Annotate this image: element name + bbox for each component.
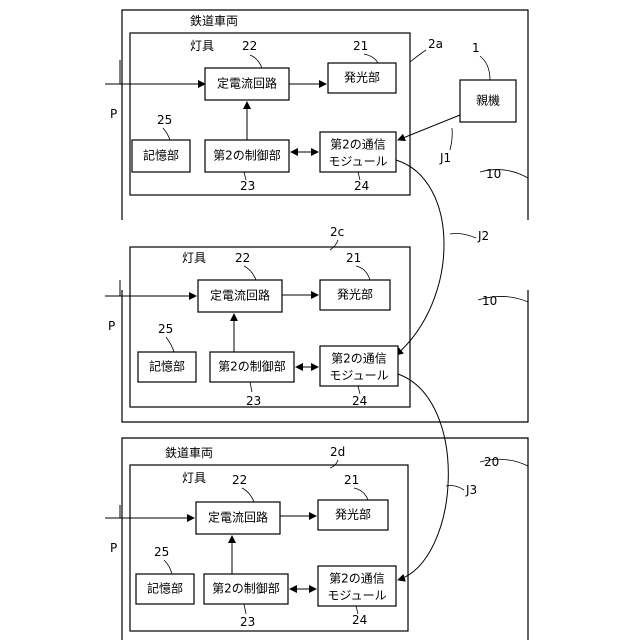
svg-text:第2の制御部: 第2の制御部 bbox=[213, 148, 281, 163]
svg-text:21: 21 bbox=[346, 251, 361, 265]
svg-text:発光部: 発光部 bbox=[337, 287, 373, 302]
svg-text:モジュール: モジュール bbox=[328, 155, 387, 169]
svg-text:灯具: 灯具 bbox=[182, 471, 206, 485]
svg-text:25: 25 bbox=[154, 545, 169, 559]
svg-text:定電流回路: 定電流回路 bbox=[217, 76, 277, 91]
svg-text:発光部: 発光部 bbox=[335, 507, 371, 522]
svg-text:2d: 2d bbox=[330, 445, 345, 459]
power-P-2: P bbox=[108, 319, 115, 333]
lamp-2d: 灯具 2d 定電流回路 22 発光部 21 記憶部 25 第2の制御部 23 第… bbox=[105, 445, 408, 631]
ref-10-top: 10 bbox=[486, 167, 501, 181]
svg-text:J1: J1 bbox=[439, 151, 451, 165]
ref-10-mid: 10 bbox=[482, 294, 497, 308]
svg-text:23: 23 bbox=[240, 615, 255, 629]
svg-text:第2の通信: 第2の通信 bbox=[331, 352, 387, 366]
svg-text:記憶部: 記憶部 bbox=[147, 581, 183, 596]
svg-text:定電流回路: 定電流回路 bbox=[210, 288, 270, 303]
svg-text:2c: 2c bbox=[330, 225, 344, 239]
svg-text:22: 22 bbox=[232, 473, 247, 487]
svg-text:記憶部: 記憶部 bbox=[143, 148, 179, 163]
parent-device: 親機 1 J1 bbox=[398, 41, 516, 165]
svg-text:23: 23 bbox=[246, 394, 261, 408]
power-P-1: P bbox=[110, 107, 117, 121]
svg-text:親機: 親機 bbox=[476, 93, 500, 108]
lamp-2a: 灯具 2a 定電流回路 22 発光部 21 記憶部 25 第2の制御部 23 第… bbox=[105, 33, 443, 195]
svg-text:24: 24 bbox=[352, 394, 367, 408]
svg-text:第2の制御部: 第2の制御部 bbox=[212, 581, 280, 596]
svg-text:記憶部: 記憶部 bbox=[149, 359, 185, 374]
svg-text:23: 23 bbox=[240, 179, 255, 193]
svg-text:J3: J3 bbox=[465, 483, 477, 497]
svg-text:22: 22 bbox=[235, 251, 250, 265]
svg-text:発光部: 発光部 bbox=[344, 70, 380, 85]
svg-text:第2の通信: 第2の通信 bbox=[330, 138, 386, 152]
svg-text:1: 1 bbox=[472, 41, 480, 55]
svg-text:24: 24 bbox=[352, 613, 367, 627]
ref-20: 20 bbox=[484, 455, 499, 469]
svg-text:22: 22 bbox=[242, 39, 257, 53]
svg-text:25: 25 bbox=[157, 113, 172, 127]
svg-text:第2の通信: 第2の通信 bbox=[329, 572, 385, 586]
svg-text:21: 21 bbox=[344, 473, 359, 487]
lamp-title: 灯具 bbox=[190, 39, 214, 53]
svg-text:鉄道車両: 鉄道車両 bbox=[165, 445, 213, 460]
lamp-2c: 灯具 2c 定電流回路 22 発光部 21 記憶部 25 第2の制御部 23 第… bbox=[105, 225, 410, 408]
svg-text:灯具: 灯具 bbox=[182, 251, 206, 265]
power-P-3: P bbox=[110, 541, 117, 555]
vehicle-20-bottom: 鉄道車両 20 bbox=[122, 438, 528, 640]
svg-text:21: 21 bbox=[353, 39, 368, 53]
svg-text:定電流回路: 定電流回路 bbox=[208, 510, 268, 525]
svg-text:モジュール: モジュール bbox=[327, 589, 386, 603]
svg-text:第2の制御部: 第2の制御部 bbox=[218, 359, 286, 374]
svg-text:モジュール: モジュール bbox=[329, 369, 388, 383]
svg-text:24: 24 bbox=[354, 179, 369, 193]
vehicle-title: 鉄道車両 bbox=[190, 13, 238, 28]
ref-2a: 2a bbox=[428, 37, 443, 51]
svg-text:J2: J2 bbox=[477, 229, 489, 243]
svg-text:25: 25 bbox=[158, 322, 173, 336]
